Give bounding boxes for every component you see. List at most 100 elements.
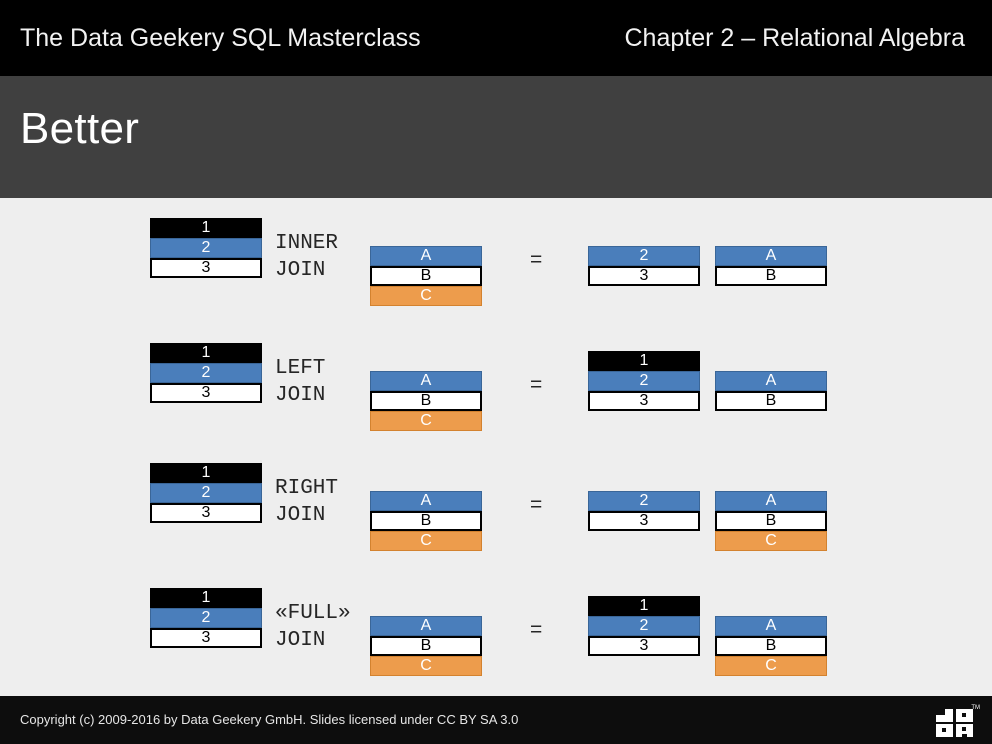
result-right-table-cell: B (715, 266, 827, 286)
result-right-table-cell: A (715, 491, 827, 511)
source-right-table-cell: B (370, 511, 482, 531)
result-left-table-cell (588, 531, 700, 551)
source-right-table-cell: A (370, 491, 482, 511)
logo-cell-br (956, 724, 973, 739)
result-left-table-cell: 2 (588, 616, 700, 636)
source-right-table-cell: B (370, 391, 482, 411)
join-type-label: «FULL» JOIN (275, 600, 351, 654)
source-right-table-cell: B (370, 266, 482, 286)
result-left-table-cell: 3 (588, 266, 700, 286)
join-label-line: JOIN (275, 259, 326, 282)
result-left-table-cell: 2 (588, 491, 700, 511)
header-course-title: The Data Geekery SQL Masterclass (20, 24, 421, 52)
logo-cell-tl (936, 709, 953, 722)
result-right-table-cell: A (715, 616, 827, 636)
source-left-table-cell: 1 (150, 343, 262, 363)
source-right-table-cell: B (370, 636, 482, 656)
logo-cell-tr (956, 709, 973, 722)
result-right-table-cell: A (715, 371, 827, 391)
logo-dot-tr (962, 713, 966, 717)
source-left-table-cell: 1 (150, 588, 262, 608)
logo-tm-mark: TM (971, 705, 980, 711)
logo-dot-br (962, 727, 966, 731)
slide-header: The Data Geekery SQL Masterclass Chapter… (0, 0, 992, 76)
logo-dot-bl (942, 728, 946, 732)
source-right-table-cell: C (370, 286, 482, 306)
source-right-table-cell: A (370, 616, 482, 636)
slide-footer: Copyright (c) 2009-2016 by Data Geekery … (0, 696, 992, 744)
result-right-table-cell: B (715, 391, 827, 411)
source-left-table-cell: 3 (150, 258, 262, 278)
source-left-table-cell: 2 (150, 238, 262, 258)
result-left-table-cell: 3 (588, 636, 700, 656)
source-left-table-cell: 1 (150, 218, 262, 238)
equals-sign: = (530, 373, 543, 396)
result-left-table-cell: 2 (588, 246, 700, 266)
source-right-table-cell: C (370, 531, 482, 551)
source-right-table-cell: C (370, 656, 482, 676)
result-right-table-cell (715, 596, 827, 616)
result-right-table-cell: C (715, 656, 827, 676)
join-label-line: RIGHT (275, 477, 339, 500)
header-chapter-title: Chapter 2 – Relational Algebra (624, 24, 965, 52)
result-right-table-cell: B (715, 511, 827, 531)
jooq-logo: TM (934, 705, 980, 739)
source-left-table-cell: 2 (150, 363, 262, 383)
source-left-table-cell: 1 (150, 463, 262, 483)
result-left-table-cell: 3 (588, 511, 700, 531)
result-right-table-cell: B (715, 636, 827, 656)
result-right-table-cell: C (715, 531, 827, 551)
logo-notch-tl (936, 709, 945, 715)
join-label-line: JOIN (275, 504, 326, 527)
source-right-table-cell: A (370, 246, 482, 266)
join-type-label: INNER JOIN (275, 230, 338, 284)
source-left-table-cell: 2 (150, 608, 262, 628)
equals-sign: = (530, 618, 543, 641)
result-right-table-cell: A (715, 246, 827, 266)
source-left-table-cell: 3 (150, 628, 262, 648)
join-label-line: «FULL» (275, 602, 351, 625)
source-left-table-cell: 3 (150, 503, 262, 523)
join-label-line: INNER (275, 232, 339, 255)
source-left-table-cell: 2 (150, 483, 262, 503)
result-left-table-cell (588, 656, 700, 676)
join-label-line: JOIN (275, 384, 326, 407)
equals-sign: = (530, 248, 543, 271)
equals-sign: = (530, 493, 543, 516)
logo-tail-br (962, 734, 967, 739)
result-left-table-cell: 1 (588, 596, 700, 616)
result-right-table-cell (715, 351, 827, 371)
source-right-table-cell: A (370, 371, 482, 391)
join-type-label: RIGHT JOIN (275, 475, 338, 529)
source-right-table-cell: C (370, 411, 482, 431)
logo-cell-bl (936, 724, 953, 737)
slide-title-band: Better (0, 76, 992, 198)
join-label-line: JOIN (275, 629, 326, 652)
source-left-table-cell: 3 (150, 383, 262, 403)
result-left-table-cell: 1 (588, 351, 700, 371)
result-left-table-cell: 3 (588, 391, 700, 411)
copyright-text: Copyright (c) 2009-2016 by Data Geekery … (20, 712, 519, 727)
